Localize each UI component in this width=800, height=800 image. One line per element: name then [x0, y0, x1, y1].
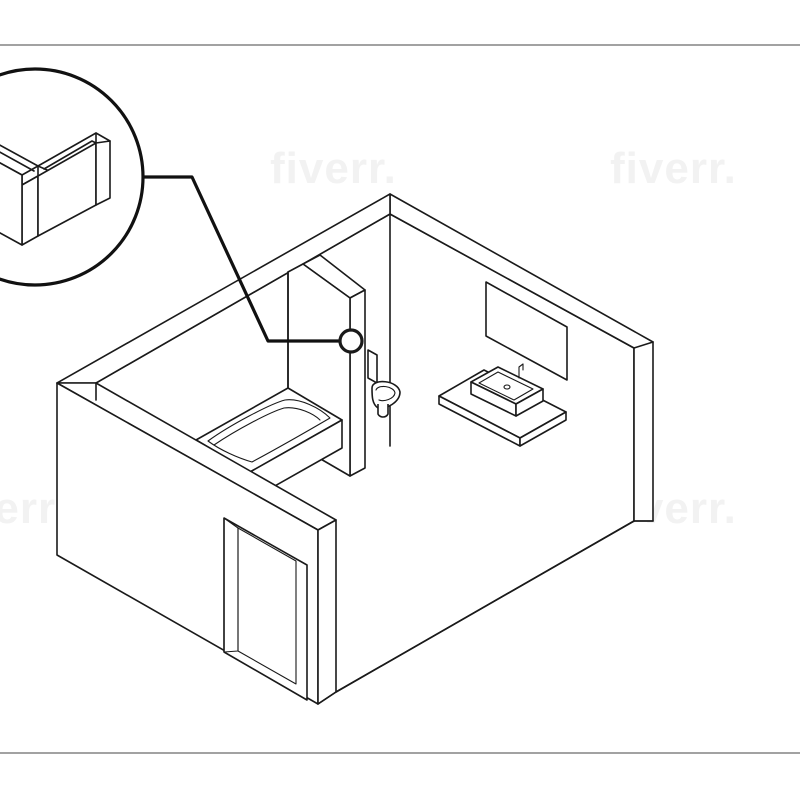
mirror	[485, 281, 568, 381]
watermark-text: fiverr.	[270, 144, 397, 193]
toilet	[367, 349, 401, 418]
sink-basin	[470, 363, 544, 417]
faucet	[518, 363, 524, 379]
front-right-floor-edge	[317, 520, 635, 705]
callout-marker-icon	[338, 328, 364, 354]
wall-corner-joint-icon	[0, 132, 111, 246]
door	[223, 517, 308, 701]
watermark-text: fiverr.	[0, 484, 67, 533]
callout-leader	[141, 175, 364, 354]
magnifier-callout-icon	[0, 67, 145, 287]
watermark-text: fiverr.	[610, 144, 737, 193]
